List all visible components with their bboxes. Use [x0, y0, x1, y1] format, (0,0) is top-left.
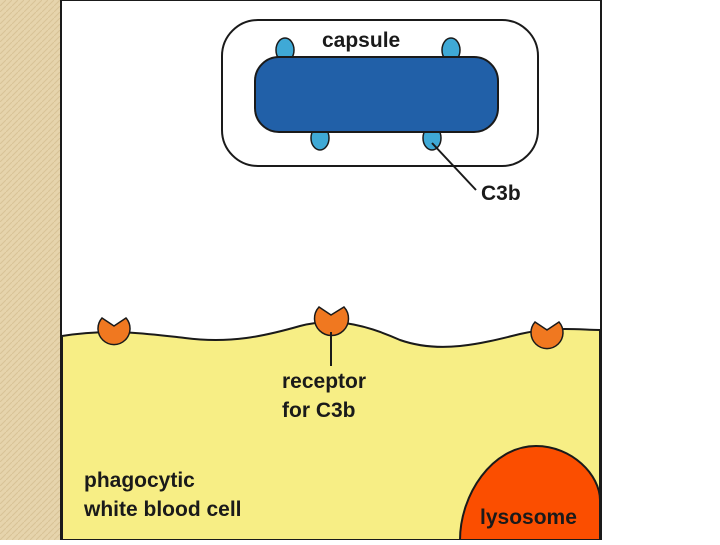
lysosome — [458, 444, 601, 541]
receptor-1 — [97, 317, 131, 346]
c3b-leader-line — [431, 142, 477, 191]
cell-label-line1: phagocytic — [84, 469, 195, 492]
receptor-label-line2: for C3b — [282, 399, 356, 422]
capsule-label: capsule — [322, 29, 400, 52]
cell-label-line2: white blood cell — [83, 498, 242, 521]
c3b-label: C3b — [481, 182, 521, 205]
left-panel — [0, 0, 60, 540]
receptor-2 — [313, 306, 350, 337]
receptor-label-line1: receptor — [282, 370, 366, 393]
bacterium — [254, 56, 499, 133]
receptor-3 — [530, 321, 564, 350]
lysosome-label: lysosome — [480, 506, 577, 529]
